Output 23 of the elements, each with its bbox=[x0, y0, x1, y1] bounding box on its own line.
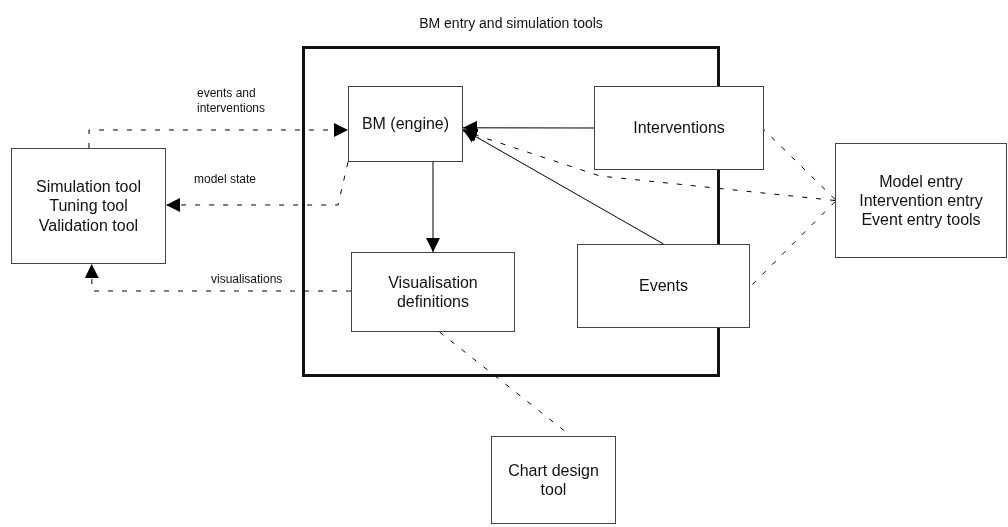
arrow bbox=[88, 123, 349, 149]
arrow bbox=[165, 161, 349, 212]
process-box bbox=[491, 436, 616, 524]
process-box bbox=[11, 148, 166, 264]
node-label: Simulation tool Tuning tool Validation tool bbox=[35, 177, 142, 235]
node-label: Chart design tool bbox=[507, 460, 600, 500]
process-box bbox=[348, 86, 463, 162]
node-label: Interventions bbox=[633, 118, 725, 138]
arrow bbox=[84, 263, 352, 292]
arrow bbox=[462, 128, 664, 245]
process-box bbox=[577, 244, 750, 328]
connector-line bbox=[749, 201, 836, 288]
arrow bbox=[462, 128, 836, 201]
process-box bbox=[835, 143, 1007, 258]
process-box bbox=[594, 86, 764, 170]
process-box bbox=[351, 252, 515, 332]
group-title: BM entry and simulation tools bbox=[418, 15, 604, 32]
node-label: Events bbox=[639, 276, 688, 296]
arrow bbox=[426, 161, 440, 253]
connector-line bbox=[763, 129, 836, 200]
node-label: BM (engine) bbox=[361, 114, 450, 134]
node-label: Model entry Intervention entry Event entry tools bbox=[858, 171, 984, 230]
node-label: Visualisation definitions bbox=[387, 272, 479, 312]
